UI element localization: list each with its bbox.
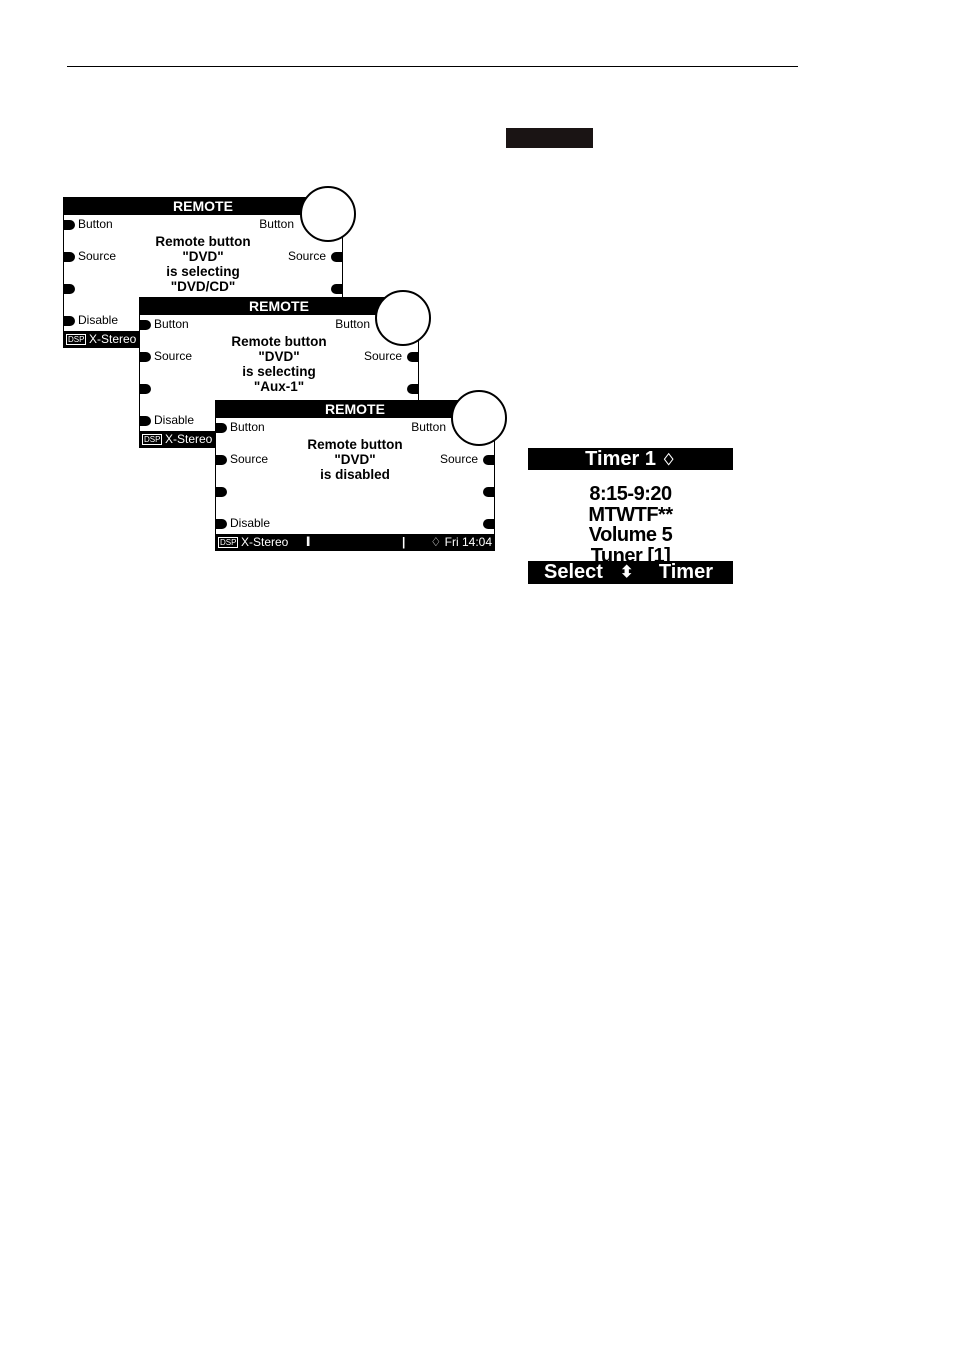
callout-circle-3 xyxy=(451,390,507,446)
blank-key-icon[interactable] xyxy=(483,487,494,497)
blank-key-icon[interactable] xyxy=(331,284,342,294)
minus-key-icon[interactable] xyxy=(64,220,75,230)
disable-label: Disable xyxy=(78,313,119,327)
disable-label: Disable xyxy=(230,516,271,530)
dot-key-icon[interactable] xyxy=(140,416,151,426)
timer-title: Timer 1 xyxy=(585,448,656,470)
button-label-right: Button xyxy=(259,217,294,231)
blank-key-icon[interactable] xyxy=(140,384,151,394)
callout-circle-1 xyxy=(300,186,356,242)
message-line: Remote button xyxy=(231,334,327,349)
button-label: Button xyxy=(230,420,265,434)
plus-key-icon[interactable] xyxy=(331,252,342,262)
blank-key-icon[interactable] xyxy=(407,384,418,394)
blank-key-icon[interactable] xyxy=(64,284,75,294)
timer-display: Timer 1 ♢ 8:15-9:20 MTWTF** Volume 5 Tun… xyxy=(528,448,733,585)
source-label: Source xyxy=(230,452,269,466)
screen-title: REMOTE xyxy=(64,198,342,215)
dsp-badge: DSP xyxy=(66,334,87,345)
source-label-right: Source xyxy=(287,249,326,263)
header-rule xyxy=(67,66,798,67)
message: Remote button "DVD" is selecting "DVD/CD… xyxy=(104,234,302,294)
timer-volume: Volume 5 xyxy=(588,524,673,546)
plus-key-icon[interactable] xyxy=(483,455,494,465)
timer-title-bar: Timer 1 ♢ xyxy=(528,448,733,470)
callout-circle-2 xyxy=(375,290,431,346)
message: Remote button "DVD" is disabled xyxy=(256,437,454,482)
timer-days: MTWTF** xyxy=(588,503,673,526)
level-indicator: |||| xyxy=(306,536,311,547)
minus-key-icon[interactable] xyxy=(216,423,227,433)
minus-key-icon[interactable] xyxy=(140,352,151,362)
button-label-right: Button xyxy=(411,420,446,434)
timer-time-range: 8:15-9:20 xyxy=(589,483,672,505)
screen-title: REMOTE xyxy=(216,401,494,418)
minus-key-icon[interactable] xyxy=(64,252,75,262)
label-box xyxy=(506,128,593,148)
message-line: "Aux-1" xyxy=(253,379,305,394)
marker-indicator: | xyxy=(402,535,406,549)
message-line: "DVD" xyxy=(334,452,376,467)
dsp-badge: DSP xyxy=(218,537,239,548)
plus-key-icon[interactable] xyxy=(407,352,418,362)
button-label-right: Button xyxy=(335,317,370,331)
blank-key-icon[interactable] xyxy=(483,519,494,529)
source-label-right: Source xyxy=(439,452,478,466)
mode-label: X-Stereo xyxy=(89,332,137,346)
minus-key-icon[interactable] xyxy=(140,320,151,330)
select-softkey[interactable]: Select xyxy=(544,561,603,583)
message-line: Remote button xyxy=(307,437,403,452)
dsp-badge: DSP xyxy=(142,434,163,445)
source-label-right: Source xyxy=(363,349,402,363)
message-line: "DVD" xyxy=(258,349,300,364)
remote-screen-3: REMOTE Button Button Source Source Remot… xyxy=(215,400,495,551)
message-line: is selecting xyxy=(242,364,316,379)
timer-source: Tuner [1] xyxy=(590,544,671,567)
bell-icon: ♢ xyxy=(661,452,676,469)
source-label: Source xyxy=(154,349,193,363)
source-label: Source xyxy=(78,249,117,263)
minus-key-icon[interactable] xyxy=(216,455,227,465)
message-line: "DVD" xyxy=(182,249,224,264)
mode-label: X-Stereo xyxy=(241,535,289,549)
blank-key-icon[interactable] xyxy=(216,487,227,497)
dot-key-icon[interactable] xyxy=(64,316,75,326)
message-line: "DVD/CD" xyxy=(170,279,236,294)
timer-soft-keys: Select ⬍ Timer xyxy=(528,561,733,584)
button-label: Button xyxy=(78,217,113,231)
bell-icon: ♢ xyxy=(430,535,442,549)
message-line: is selecting xyxy=(166,264,240,279)
button-label: Button xyxy=(154,317,189,331)
message-line: is disabled xyxy=(320,467,390,482)
message-line: Remote button xyxy=(155,234,251,249)
up-down-arrows-icon[interactable]: ⬍ xyxy=(620,564,634,581)
disable-label: Disable xyxy=(154,413,195,427)
mode-label: X-Stereo xyxy=(165,432,213,446)
message: Remote button "DVD" is selecting "Aux-1" xyxy=(180,334,378,394)
status-bar: DSP X-Stereo |||| | ♢ Fri 14:04 xyxy=(216,534,494,550)
screen-title: REMOTE xyxy=(140,298,418,315)
clock-time: Fri 14:04 xyxy=(444,535,492,549)
timer-softkey[interactable]: Timer xyxy=(658,561,713,583)
dot-key-icon[interactable] xyxy=(216,519,227,529)
